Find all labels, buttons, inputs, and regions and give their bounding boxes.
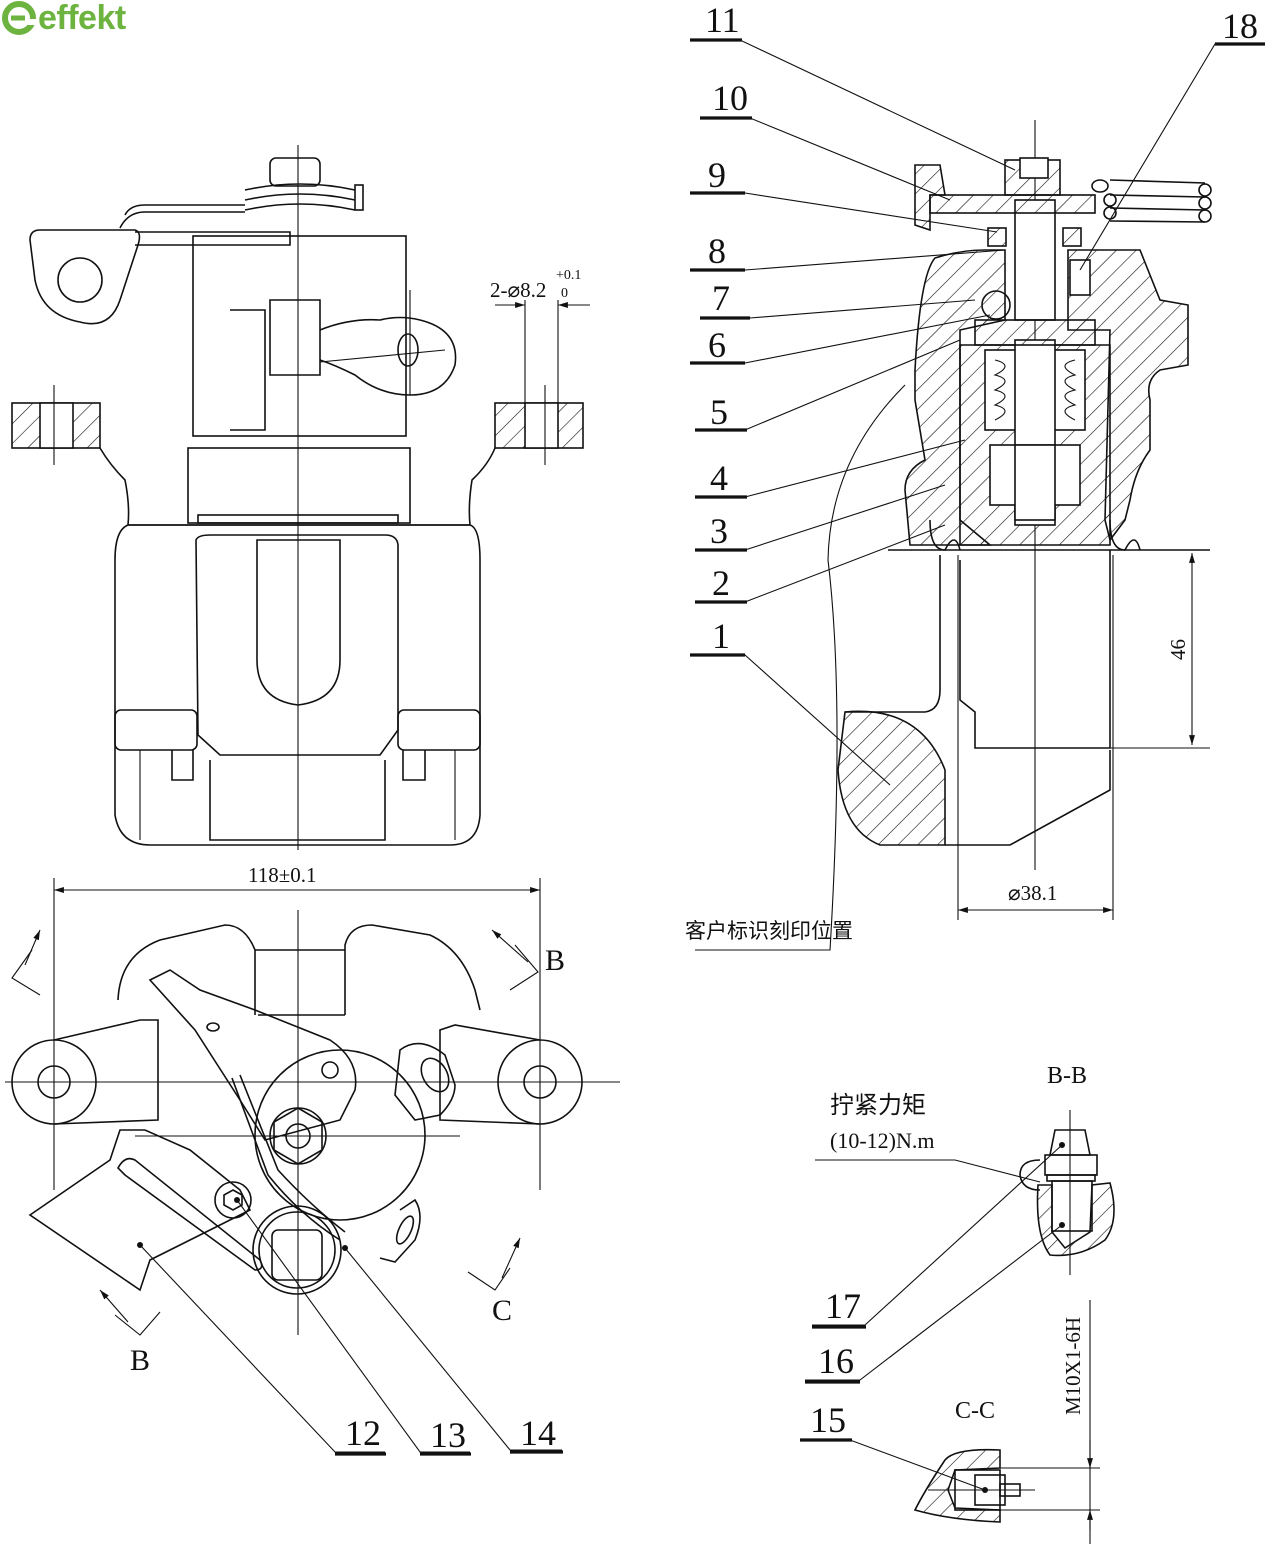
customer-mark-note: 客户标识刻印位置 [685, 919, 853, 943]
callout-3: 3 [710, 511, 728, 551]
callout-4: 4 [710, 458, 728, 498]
callout-14: 14 [520, 1413, 556, 1453]
callout-15: 15 [810, 1400, 846, 1440]
section-b-label-bottom: B [130, 1344, 150, 1377]
section-b-label-top: B [545, 944, 565, 977]
thread-dimension: M10X1-6H [1061, 1317, 1085, 1415]
front-view: 2-⌀8.2 +0.1 0 [11, 145, 590, 850]
callout-16: 16 [818, 1341, 854, 1381]
callout-7: 7 [712, 278, 730, 318]
section-bb-title: B-B [1047, 1063, 1087, 1089]
callout-5: 5 [710, 392, 728, 432]
brand-name: effekt [38, 0, 126, 37]
hole-tolerance-upper: +0.1 [556, 268, 581, 283]
callout-8: 8 [708, 231, 726, 271]
e-logo-icon [2, 1, 36, 35]
width-dimension: 118±0.1 [248, 863, 317, 887]
callout-17: 17 [825, 1286, 861, 1326]
section-view: ⌀38.1 46 客户标识刻印位置 11 10 9 [685, 0, 1265, 951]
callout-1: 1 [712, 616, 730, 656]
height-dimension: 46 [1166, 639, 1190, 660]
callout-18: 18 [1222, 6, 1258, 46]
torque-value: (10-12)N.m [830, 1128, 934, 1153]
section-bb: B-B 拧紧力矩 (10-12)N.m 17 16 [805, 1063, 1115, 1384]
callout-11: 11 [705, 0, 740, 40]
callout-6: 6 [708, 325, 726, 365]
section-cc-title: C-C [955, 1398, 995, 1424]
bottom-view: 118±0.1 [5, 863, 620, 1456]
callout-12: 12 [345, 1413, 381, 1453]
callout-10: 10 [712, 78, 748, 118]
torque-title: 拧紧力矩 [830, 1091, 926, 1119]
callout-9: 9 [708, 155, 726, 195]
bore-dimension: ⌀38.1 [1008, 881, 1057, 905]
section-c-label: C [492, 1294, 512, 1327]
callout-13: 13 [430, 1415, 466, 1455]
hole-tolerance-lower: 0 [561, 286, 568, 301]
section-cc: C-C M10X1-6H 15 [800, 1300, 1100, 1544]
hole-dimension: 2-⌀8.2 [490, 278, 546, 302]
brand-logo: effekt [2, 0, 126, 36]
callout-2: 2 [712, 563, 730, 603]
